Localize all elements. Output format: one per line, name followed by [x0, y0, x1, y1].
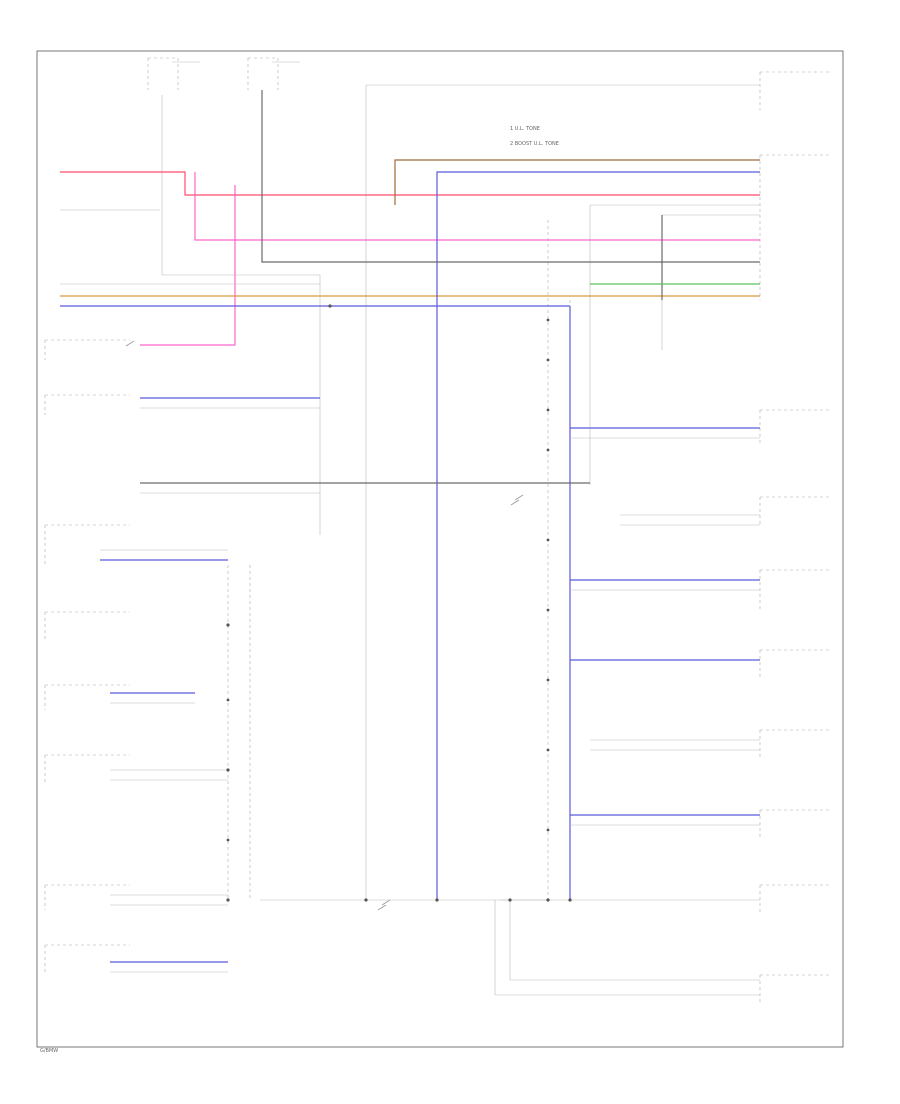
corner-label: G/BMW: [40, 1048, 58, 1054]
wire-pink-2: [140, 185, 236, 346]
ground-symbols: [125, 340, 524, 911]
wire-dark-1: [261, 90, 760, 263]
colored-wires: [60, 90, 760, 996]
wire-brown: [394, 159, 760, 205]
wire-blue-1: [436, 171, 760, 900]
legend-line-1: 1 U.L. TONE: [510, 126, 540, 132]
wire-red: [60, 171, 760, 196]
battery-block: [147, 57, 200, 90]
legend-line-2: 2 BOOST U.L. TONE: [510, 141, 559, 147]
splice-dots: [226, 304, 572, 902]
generator-block: [247, 57, 300, 90]
diagram-frame: [36, 50, 844, 1048]
left-connectors: [44, 339, 130, 975]
wire-pink-1: [194, 172, 760, 241]
vertical-bus-lines: [161, 84, 760, 900]
right-connectors-top: [759, 71, 830, 1005]
